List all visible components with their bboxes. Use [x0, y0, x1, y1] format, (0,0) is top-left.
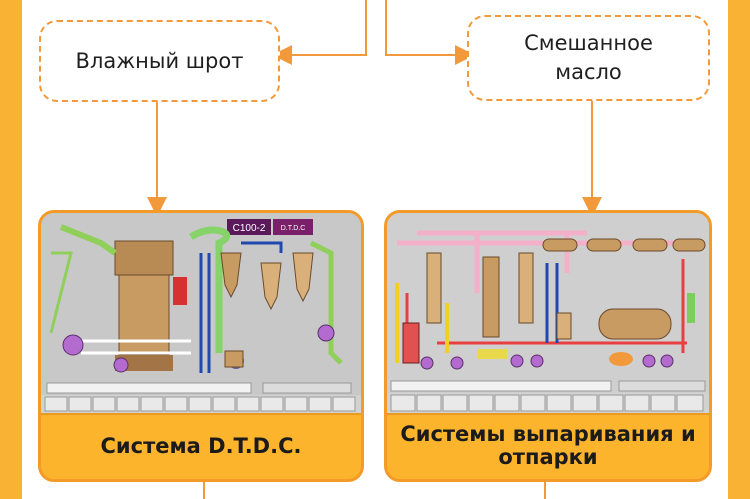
dtdc-scada-screenshot: C100-2 D.T.D.C — [41, 213, 361, 415]
card-dtdc-caption: Система D.T.D.C. — [100, 433, 302, 458]
arrow-to-mixed-oil — [385, 0, 475, 65]
card-evaporation: Системы выпаривания и отпарки — [384, 210, 712, 482]
node-wet-meal: Влажный шрот — [39, 20, 280, 102]
node-wet-meal-label: Влажный шрот — [75, 48, 244, 73]
node-mixed-oil-label: Смешанное масло — [524, 31, 653, 84]
card-dtdc: C100-2 D.T.D.C — [38, 210, 364, 482]
evaporation-scada-screenshot — [387, 213, 709, 415]
arrow-to-wet-meal — [272, 0, 367, 65]
node-mixed-oil: Смешанное масло — [467, 15, 710, 101]
card-evaporation-caption: Системы выпаривания и отпарки — [400, 422, 696, 469]
dtdc-screen-title: C100-2 — [233, 223, 266, 234]
dtdc-screen-subtitle: D.T.D.C — [281, 225, 306, 232]
